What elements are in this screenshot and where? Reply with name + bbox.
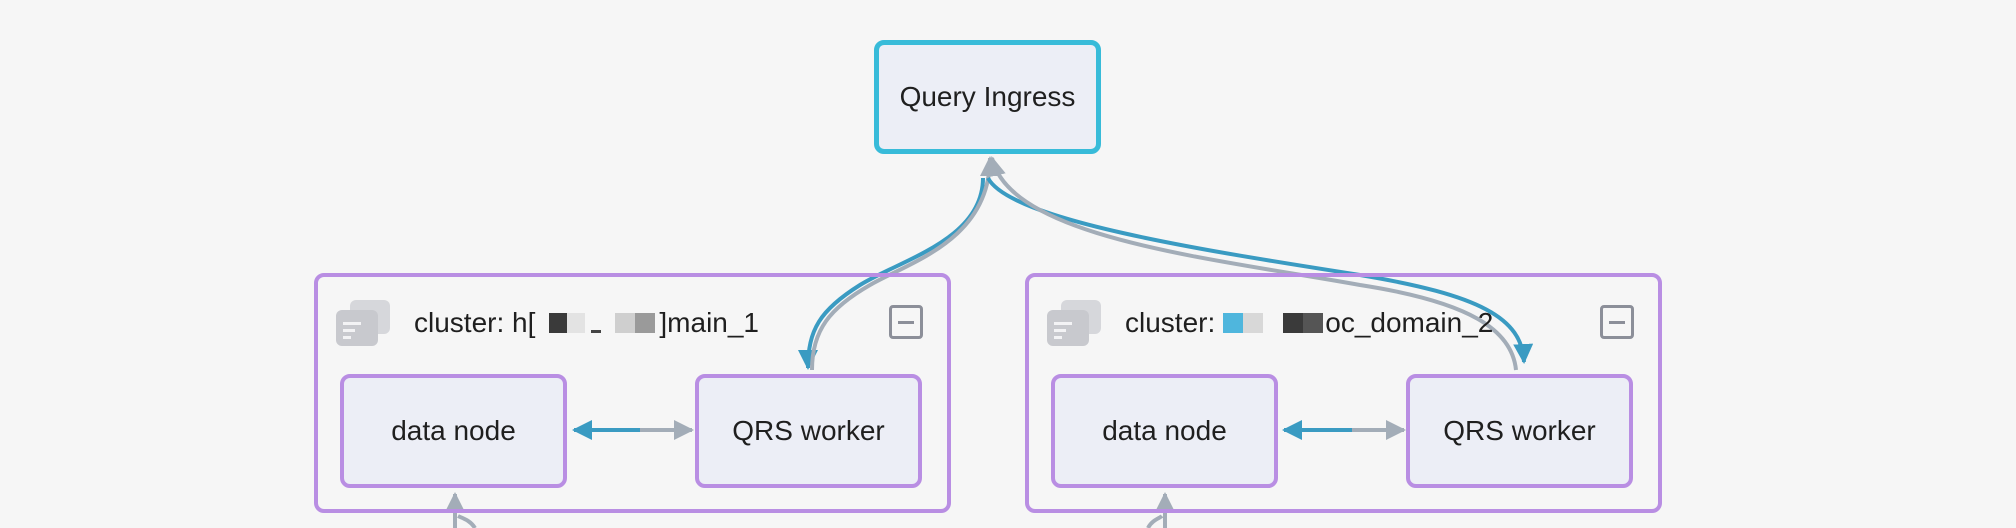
redaction-block [615, 313, 636, 333]
collapse-button[interactable] [1600, 305, 1634, 339]
edge-below-to-data-1-b[interactable] [457, 514, 477, 528]
qrs-worker-label: QRS worker [1443, 415, 1596, 446]
query-ingress-node[interactable]: Query Ingress [874, 40, 1101, 154]
data-node-label: data node [1102, 415, 1227, 446]
edge-below-to-data-2-b[interactable] [1146, 514, 1164, 528]
cluster-2-header: cluster: oc_domain_2 [1047, 300, 1640, 346]
redaction-block [591, 330, 602, 333]
minus-icon [898, 320, 914, 324]
redaction-block [1243, 313, 1264, 333]
cluster-stack-icon [336, 300, 392, 346]
cluster-stack-icon [1047, 300, 1103, 346]
edge-worker-1-to-ingress[interactable] [810, 156, 1000, 371]
redaction-block [567, 313, 586, 333]
redaction-block [1223, 313, 1244, 333]
qrs-worker-label: QRS worker [732, 415, 885, 446]
cluster-1-title: cluster: h[ ]main_1 [414, 307, 760, 338]
data-node-label: data node [391, 415, 516, 446]
data-node[interactable]: data node [340, 374, 567, 488]
qrs-worker-node[interactable]: QRS worker [695, 374, 922, 488]
redaction-block [1303, 313, 1324, 333]
cluster-2-title: cluster: oc_domain_2 [1125, 307, 1494, 338]
cluster-1-header: cluster: h[ ]main_1 [336, 300, 929, 346]
cluster-1[interactable]: cluster: h[ ]main_1 data node QRS worker [314, 273, 951, 513]
qrs-worker-node[interactable]: QRS worker [1406, 374, 1633, 488]
collapse-button[interactable] [889, 305, 923, 339]
data-node[interactable]: data node [1051, 374, 1278, 488]
edge-worker-2-to-ingress[interactable] [986, 156, 1518, 371]
redaction-block [1283, 313, 1304, 333]
query-ingress-label: Query Ingress [899, 81, 1076, 112]
minus-icon [1609, 320, 1625, 324]
redaction-block [549, 313, 568, 333]
cluster-2[interactable]: cluster: oc_domain_2 data node QRS worke… [1025, 273, 1662, 513]
redaction-block [635, 313, 656, 333]
